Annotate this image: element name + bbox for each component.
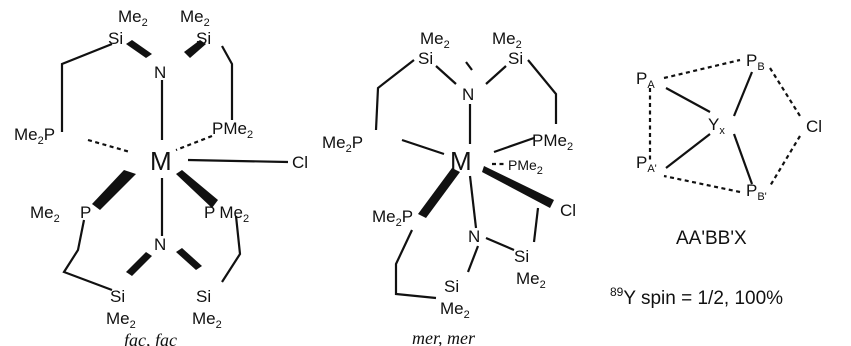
spin-isotope-statement: 89Y spin = 1/2, 100% [610, 285, 783, 309]
mer-si-upper-right: Si [508, 49, 523, 68]
mer-si-me2-upper-left: Me2 [420, 29, 450, 51]
fac-p-lower-left: P [80, 203, 91, 222]
mer-caption: mer, mer [412, 328, 476, 346]
spin-pb: PB [746, 51, 765, 73]
mer-me2p-lower: Me2P [372, 207, 413, 229]
mer-mer-structure: Me2 Si Me2 Si N Me2P PMe2 M PMe2 Cl Me2P… [322, 29, 576, 346]
spin-pb-prime: PB' [746, 181, 767, 203]
fac-cl: Cl [292, 153, 308, 172]
mer-pme2-dashed: PMe2 [508, 157, 543, 177]
fac-si-upper-right: Si [196, 29, 211, 48]
mer-metal-m: M [450, 146, 472, 176]
fac-metal-m: M [150, 146, 172, 176]
fac-n-lower: N [154, 235, 166, 254]
fac-me2-lower-left: Me2 [30, 203, 60, 225]
mer-si-lower-left: Si [444, 277, 459, 296]
fac-si-me2-lower-left: Me2 [106, 309, 136, 331]
fac-si-me2-upper-right: Me2 [180, 7, 210, 29]
mer-si-me2-lower-right: Me2 [516, 269, 546, 291]
mer-cl: Cl [560, 201, 576, 220]
spin-pa-prime: PA' [636, 153, 657, 175]
mer-pme2-right: PMe2 [532, 131, 573, 153]
mer-si-me2-upper-right: Me2 [492, 29, 522, 51]
spin-yx: Yx [708, 115, 725, 137]
fac-n-upper: N [154, 63, 166, 82]
fac-si-lower-right: Si [196, 287, 211, 306]
fac-si-lower-left: Si [110, 287, 125, 306]
fac-si-me2-upper-left: Me2 [118, 7, 148, 29]
mer-n-upper: N [462, 85, 474, 104]
fac-me2p-left: Me2P [14, 125, 55, 147]
mer-si-lower-right: Si [514, 247, 529, 266]
spin-system-label: AA'BB'X [676, 228, 747, 249]
spin-cl: Cl [806, 117, 822, 136]
mer-n-lower: N [468, 227, 480, 246]
fac-caption: fac, fac [124, 330, 177, 346]
mer-me2p-left: Me2P [322, 133, 363, 155]
fac-pme2-right: PMe2 [212, 119, 253, 141]
spin-pa: PA [636, 69, 655, 91]
fac-si-upper-left: Si [108, 29, 123, 48]
mer-si-upper-left: Si [418, 49, 433, 68]
fac-si-me2-lower-right: Me2 [192, 309, 222, 331]
mer-si-me2-lower-left: Me2 [440, 299, 470, 321]
spin-system-diagram: PA PB Yx Cl PA' PB' AA'BB'X 89Y spin = 1… [610, 51, 822, 309]
